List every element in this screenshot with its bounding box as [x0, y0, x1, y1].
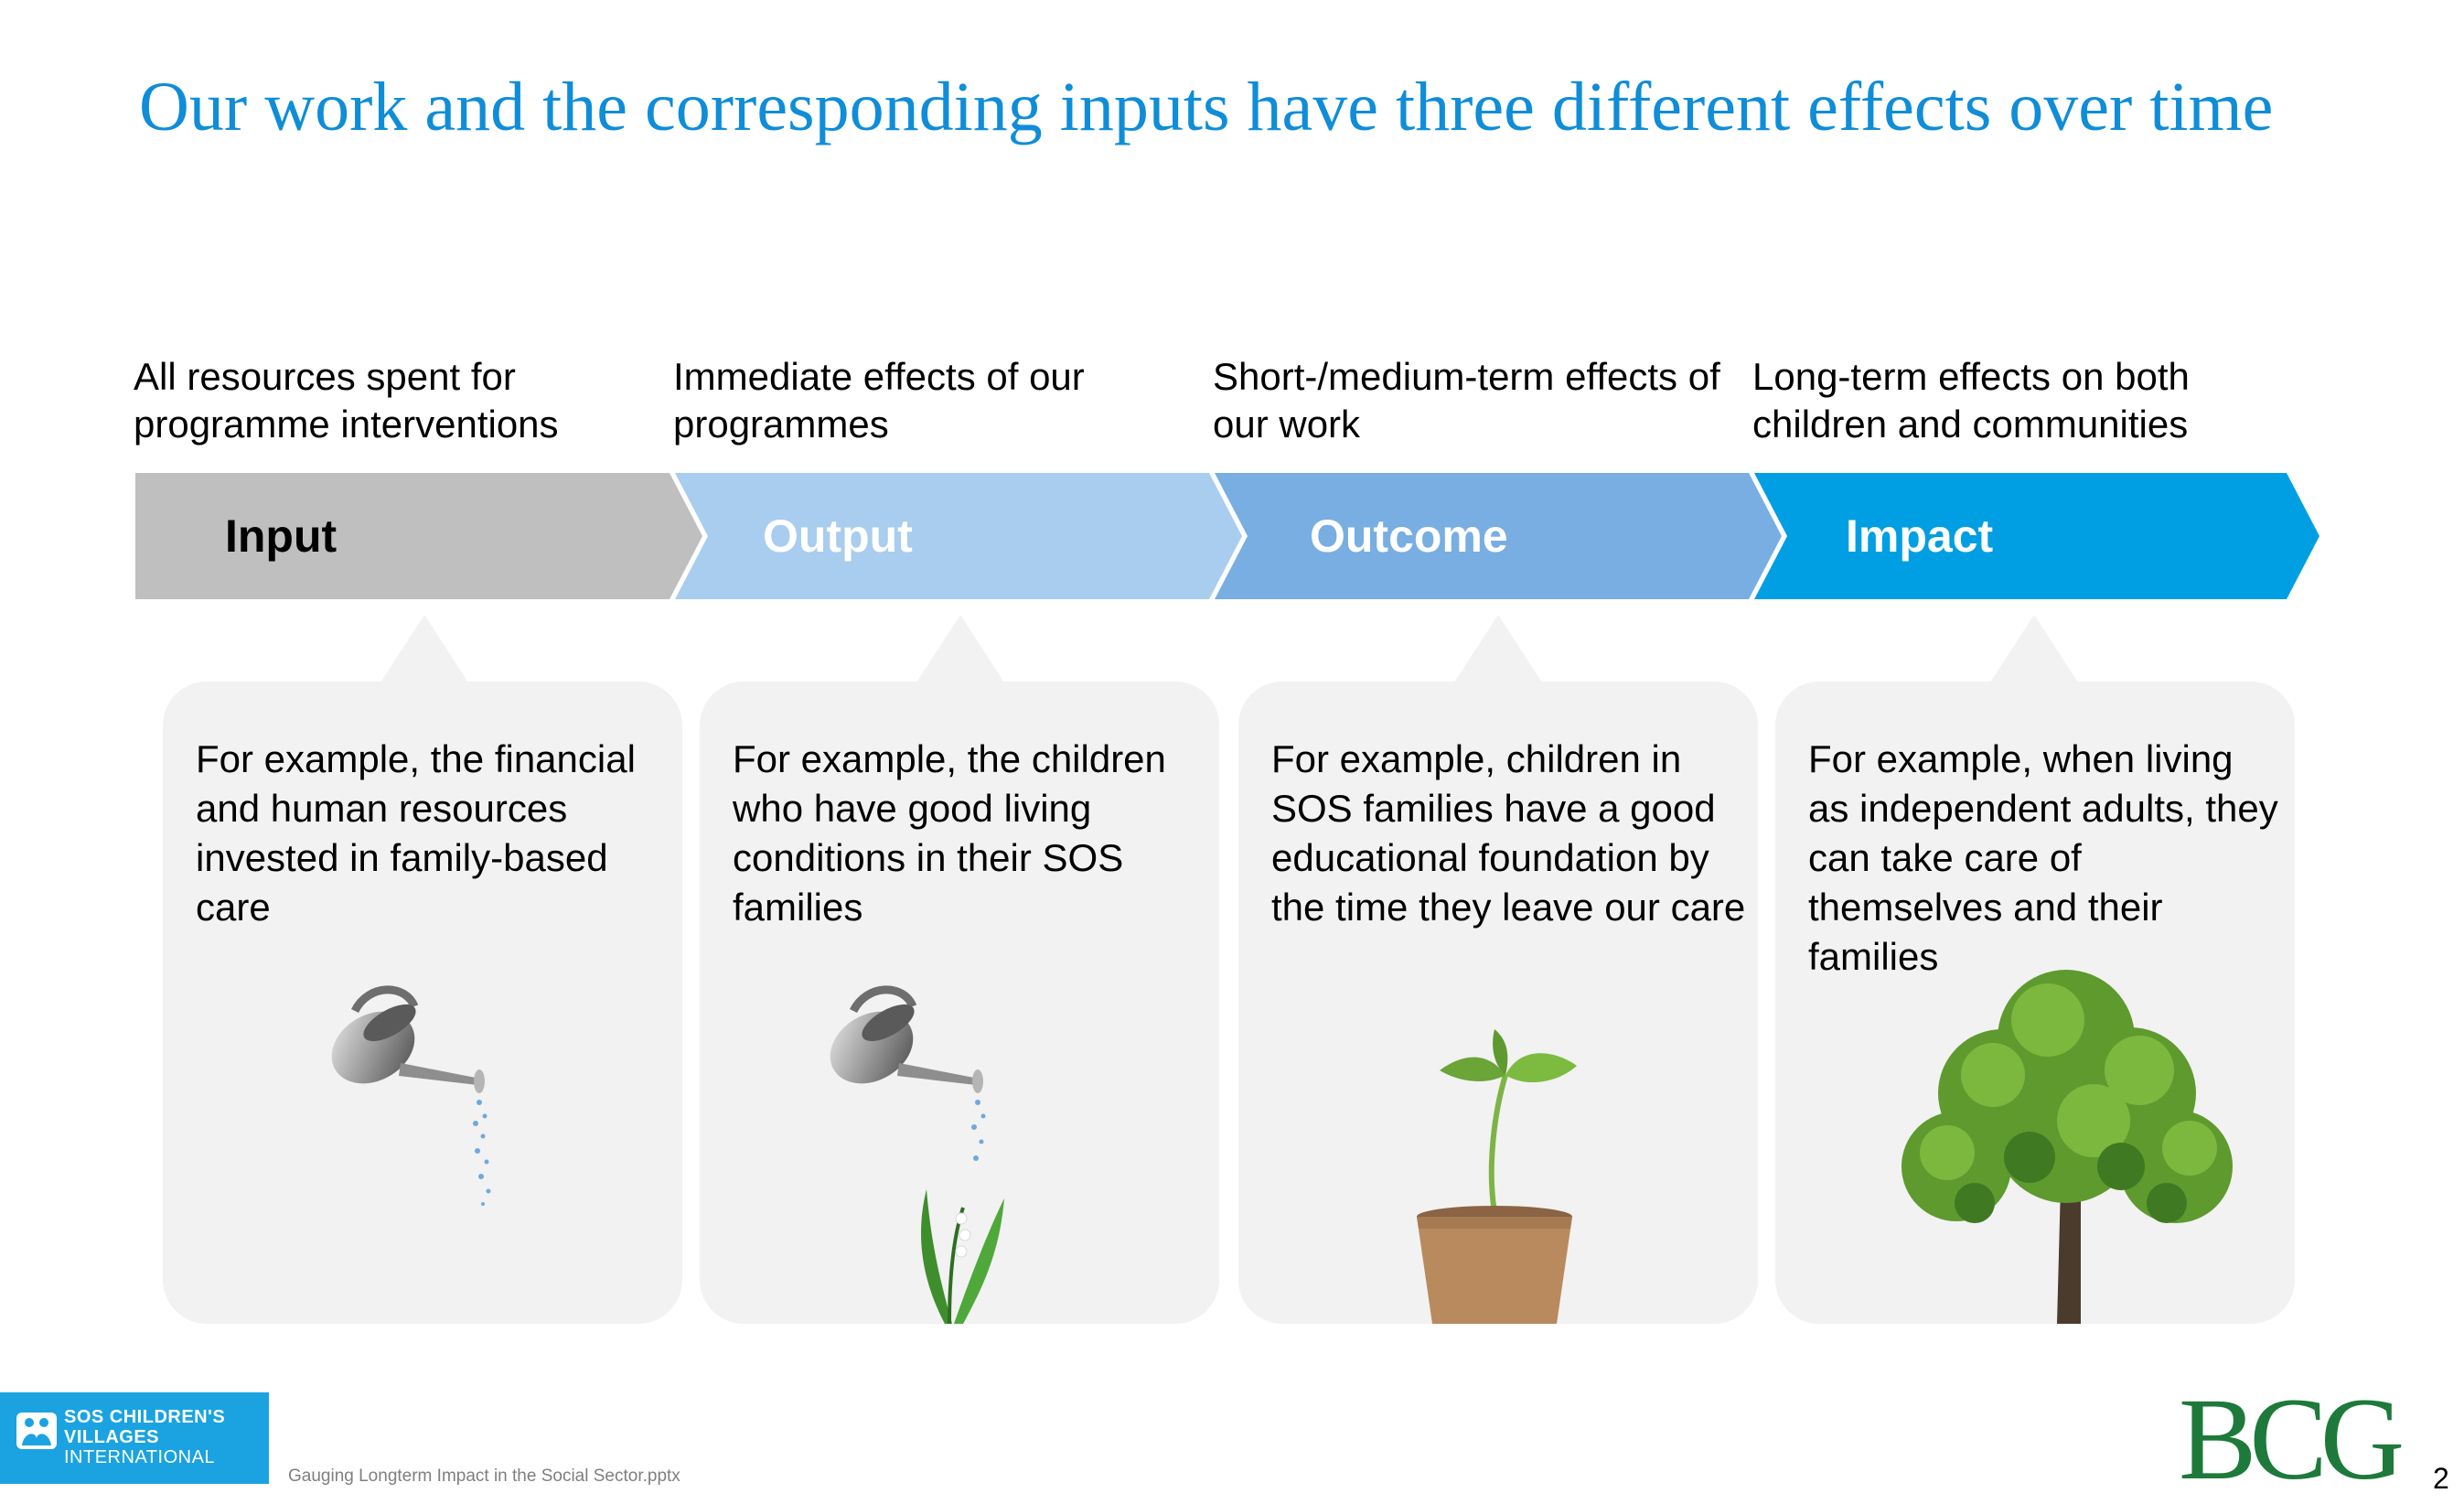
impact-stage-label: Impact — [1846, 510, 1994, 562]
outcome-stage-label: Outcome — [1310, 510, 1508, 562]
input-stage-label: Input — [225, 510, 337, 562]
input-description: All resources spent for programme interv… — [134, 355, 559, 446]
output-description: Immediate effects of our programmes — [673, 355, 1085, 446]
page-number: 2 — [2433, 1462, 2449, 1495]
logo-line-2: VILLAGES — [64, 1427, 160, 1447]
impact-example-card: For example, when living as independent … — [1775, 682, 2295, 1324]
input-example-card: For example, the financial and human res… — [163, 682, 682, 1324]
impact-description: Long-term effects on both children and c… — [1752, 355, 2190, 446]
impact-callout-pointer — [1990, 615, 2078, 682]
outcome-description: Short-/medium-term effects of our work — [1213, 355, 1720, 446]
input-callout-pointer — [380, 615, 468, 682]
output-callout-pointer — [916, 615, 1004, 682]
input-chevron — [135, 473, 702, 599]
logo-line-1: SOS CHILDREN'S — [64, 1407, 226, 1427]
output-example-card: For example, the children who have good … — [700, 682, 1219, 1324]
sos-childrens-villages-logo: SOS CHILDREN'S VILLAGES INTERNATIONAL — [0, 1392, 269, 1484]
seedling-pot-icon — [1417, 1029, 1577, 1324]
process-chevron-bar — [135, 473, 2319, 599]
source-filename: Gauging Longterm Impact in the Social Se… — [288, 1466, 680, 1486]
input-example-text: For example, the financial and human res… — [196, 737, 636, 929]
watering-can-flower-icon — [830, 985, 1004, 1324]
output-chevron — [675, 473, 1242, 599]
tree-icon — [1902, 970, 2233, 1324]
outcome-callout-pointer — [1454, 615, 1542, 682]
impact-chevron — [1754, 473, 2319, 599]
outcome-chevron — [1215, 473, 1782, 599]
family-icon — [16, 1413, 57, 1449]
logo-line-3: INTERNATIONAL — [64, 1447, 216, 1467]
watering-can-icon — [331, 985, 491, 1206]
page-title: Our work and the corresponding inputs ha… — [139, 69, 2274, 145]
outcome-example-text: For example, children in SOS families ha… — [1271, 737, 1746, 929]
impact-example-text: For example, when living as independent … — [1808, 737, 2278, 978]
output-stage-label: Output — [763, 510, 913, 562]
outcome-example-card: For example, children in SOS families ha… — [1238, 682, 1758, 1324]
bcg-logo: BCG — [2179, 1374, 2405, 1504]
output-example-text: For example, the children who have good … — [733, 737, 1166, 929]
